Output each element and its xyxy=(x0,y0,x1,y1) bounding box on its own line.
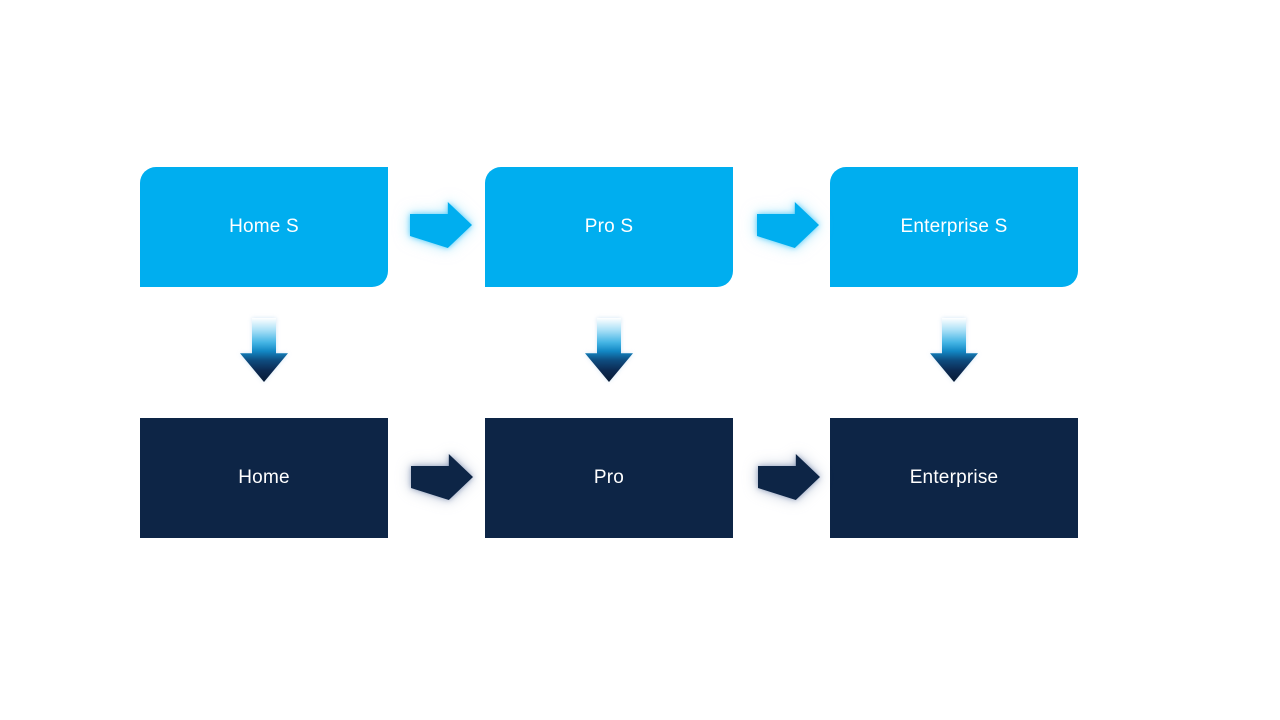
node-home-s: Home S xyxy=(140,167,388,287)
down-arrow-icon xyxy=(930,318,978,382)
down-arrow-shape xyxy=(930,318,978,382)
node-pro-s: Pro S xyxy=(485,167,733,287)
node-enterprise-s: Enterprise S xyxy=(830,167,1078,287)
down-arrow-shape xyxy=(240,318,288,382)
down-arrow-icon xyxy=(585,318,633,382)
node-home: Home xyxy=(140,418,388,538)
right-arrow-shape xyxy=(411,454,473,500)
right-arrow-icon xyxy=(758,454,820,500)
node-pro: Pro xyxy=(485,418,733,538)
right-arrow-shape xyxy=(757,202,819,248)
node-label: Home S xyxy=(229,216,299,237)
right-arrow-icon xyxy=(410,202,472,248)
node-enterprise: Enterprise xyxy=(830,418,1078,538)
right-arrow-shape xyxy=(758,454,820,500)
node-label: Pro xyxy=(593,467,625,488)
right-arrow-shape xyxy=(410,202,472,248)
node-label: Enterprise S xyxy=(900,216,1008,237)
node-label: Home xyxy=(238,467,290,488)
node-label: Enterprise xyxy=(909,467,999,488)
down-arrow-icon xyxy=(240,318,288,382)
down-arrow-shape xyxy=(585,318,633,382)
node-label: Pro S xyxy=(584,216,634,237)
right-arrow-icon xyxy=(757,202,819,248)
right-arrow-icon xyxy=(411,454,473,500)
